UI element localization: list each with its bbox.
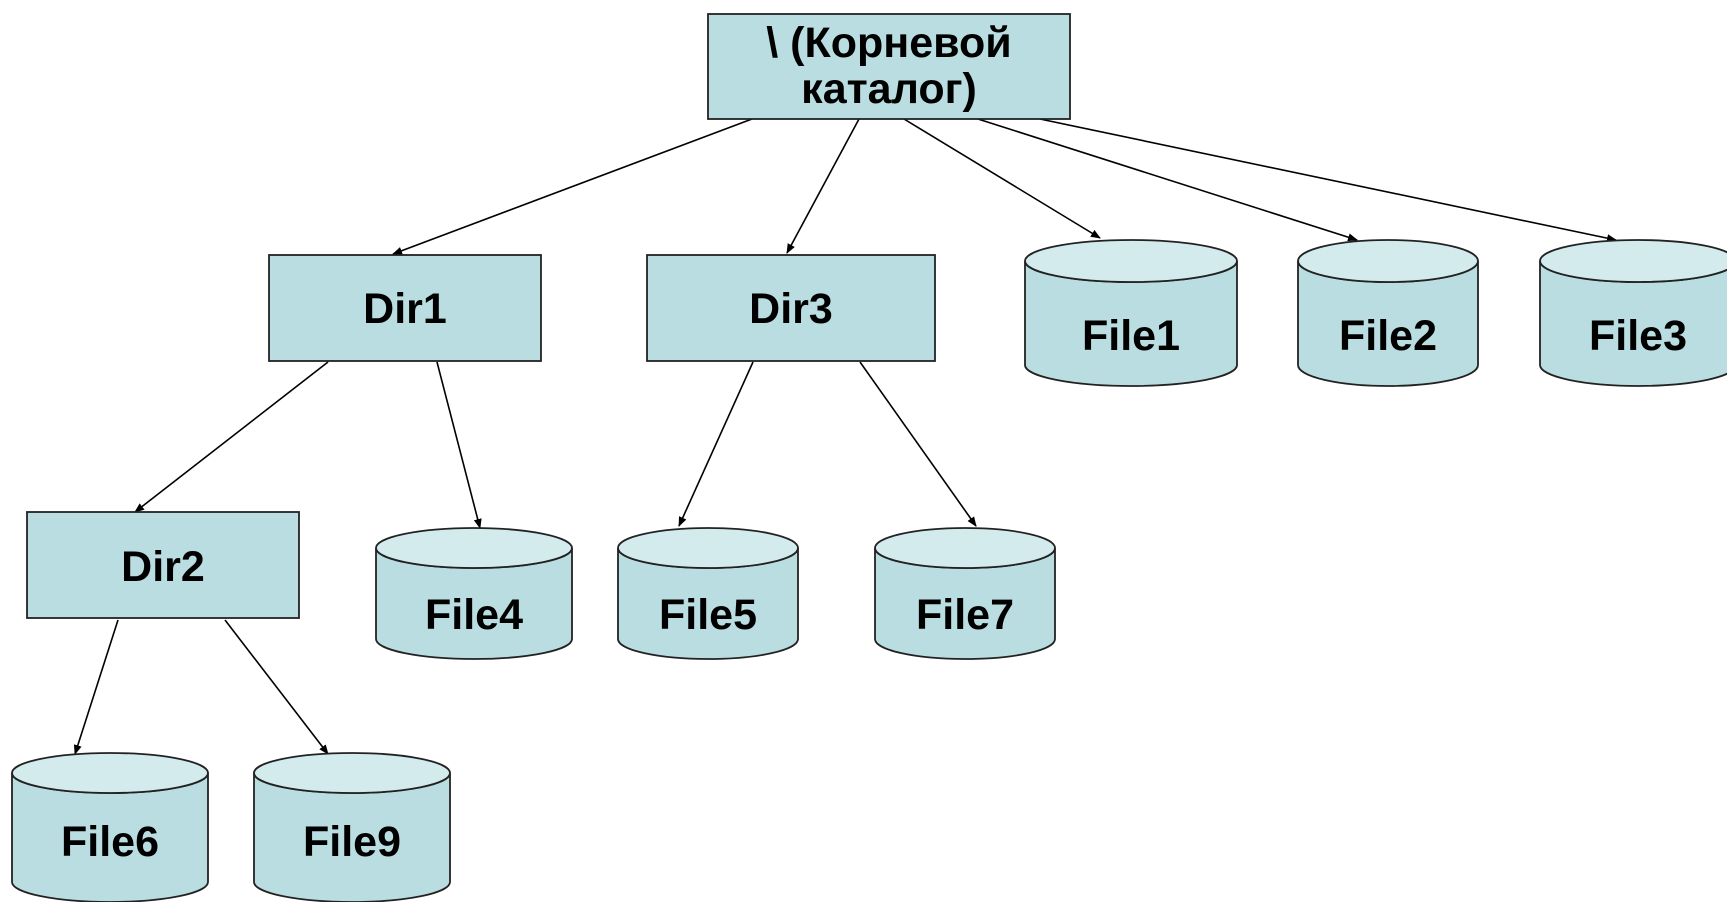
root-directory-node[interactable]: \ (Корневой каталог) xyxy=(707,13,1071,120)
file4-label: File4 xyxy=(425,591,523,639)
file-cylinder-top xyxy=(11,752,209,794)
root-directory-label-line2: каталог) xyxy=(801,65,977,113)
edge-root-file3 xyxy=(1039,118,1617,243)
file-node-file5[interactable]: File5 xyxy=(617,527,799,660)
dir2-label: Dir2 xyxy=(121,543,205,591)
file-cylinder-top xyxy=(617,527,799,569)
edge-dir3-file5 xyxy=(678,361,754,527)
file-node-file9[interactable]: File9 xyxy=(253,752,451,902)
edge-dir3-file7 xyxy=(859,361,977,527)
edge-dir2-file9 xyxy=(224,619,329,755)
directory-node-dir2[interactable]: Dir2 xyxy=(26,511,300,619)
file2-label: File2 xyxy=(1339,312,1437,360)
file-cylinder-top xyxy=(375,527,573,569)
file-cylinder-top xyxy=(1539,239,1727,283)
file-node-file7[interactable]: File7 xyxy=(874,527,1056,660)
dir2-box xyxy=(26,511,300,619)
file1-label: File1 xyxy=(1082,312,1180,360)
directory-node-dir3[interactable]: Dir3 xyxy=(646,254,936,362)
file9-label: File9 xyxy=(303,818,401,866)
file-node-file6[interactable]: File6 xyxy=(11,752,209,902)
file-cylinder-top xyxy=(1024,239,1238,283)
edge-root-dir1 xyxy=(392,118,753,255)
root-directory-label-line1: \ (Корневой xyxy=(766,19,1011,67)
edge-root-file2 xyxy=(977,118,1358,242)
file-cylinder-top xyxy=(874,527,1056,569)
dir3-box xyxy=(646,254,936,362)
file6-label: File6 xyxy=(61,818,159,866)
edge-root-file1 xyxy=(903,118,1101,239)
dir3-label: Dir3 xyxy=(749,285,833,333)
file5-label: File5 xyxy=(659,591,757,639)
file-node-file1[interactable]: File1 xyxy=(1024,239,1238,387)
file-cylinder-top xyxy=(253,752,451,794)
edge-root-dir3 xyxy=(786,118,860,254)
directory-node-dir1[interactable]: Dir1 xyxy=(268,254,542,362)
root-directory-box xyxy=(707,13,1071,120)
edge-dir1-dir2 xyxy=(134,361,329,513)
dir1-label: Dir1 xyxy=(363,285,447,333)
file7-label: File7 xyxy=(916,591,1014,639)
file-cylinder-top xyxy=(1297,239,1479,283)
file-node-file4[interactable]: File4 xyxy=(375,527,573,660)
edges-group xyxy=(73,118,1617,755)
dir1-box xyxy=(268,254,542,362)
file3-label: File3 xyxy=(1589,312,1687,360)
file-node-file2[interactable]: File2 xyxy=(1297,239,1479,387)
edge-dir2-file6 xyxy=(73,619,119,755)
edge-dir1-file4 xyxy=(436,361,482,529)
file-node-file3[interactable]: File3 xyxy=(1539,239,1727,387)
